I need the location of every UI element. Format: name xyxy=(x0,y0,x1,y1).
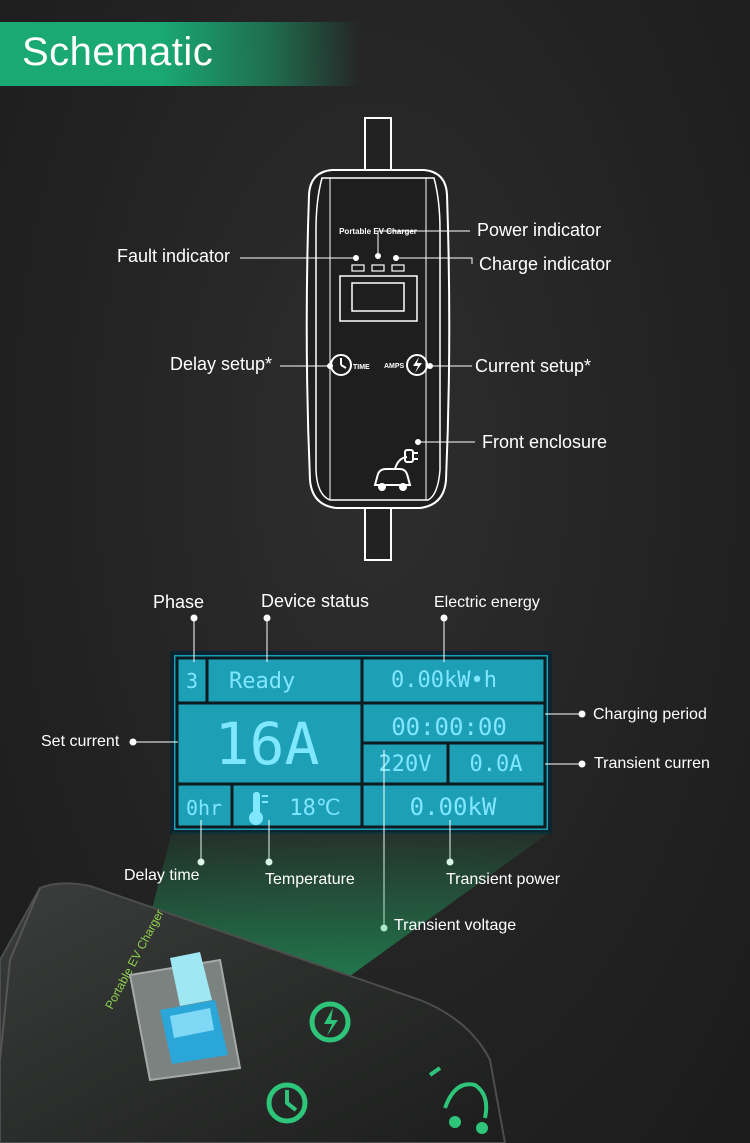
page-title: Schematic xyxy=(22,30,214,74)
current-setup-label: Current setup* xyxy=(475,356,592,376)
charger-leader-dots xyxy=(327,253,433,445)
delay-setup-label: Delay setup* xyxy=(170,354,273,374)
device-status-label: Device status xyxy=(261,591,370,611)
amps-button[interactable]: AMPS xyxy=(384,354,428,376)
temperature-label: Temperature xyxy=(265,871,355,888)
bolt-icon xyxy=(413,357,422,373)
delay-time-label: Delay time xyxy=(124,867,200,884)
lcd-status: Ready xyxy=(229,669,295,694)
lcd-energy: 0.00kW•h xyxy=(391,668,497,693)
power-led xyxy=(371,264,385,272)
lcd-delay-time: 0hr xyxy=(186,796,222,820)
charge-led xyxy=(391,264,405,272)
lcd-charging-period: 00:00:00 xyxy=(391,713,507,741)
fault-indicator-label: Fault indicator xyxy=(117,246,231,266)
lcd-voltage: 220V xyxy=(379,752,432,777)
amps-button-label: AMPS xyxy=(384,363,405,370)
phase-label: Phase xyxy=(153,592,205,612)
set-current-label: Set current xyxy=(41,733,120,750)
electric-energy-label: Electric energy xyxy=(434,594,540,611)
title-banner xyxy=(0,22,360,86)
fault-led xyxy=(351,264,365,272)
top-cable xyxy=(364,117,392,177)
lcd-temperature: 18℃ xyxy=(289,796,340,821)
thermometer-icon xyxy=(249,792,268,825)
transient-voltage-label: Transient voltage xyxy=(394,917,517,934)
transient-current-label: Transient curren xyxy=(594,755,710,772)
lcd-set-current: 16A xyxy=(215,710,320,778)
charging-period-label: Charging period xyxy=(593,706,707,723)
lcd-transient-power: 0.00kW xyxy=(410,793,497,821)
transient-power-label: Transient power xyxy=(446,871,561,888)
charger-body xyxy=(305,169,451,509)
power-indicator-label: Power indicator xyxy=(477,220,602,240)
car-plug-icon xyxy=(373,449,418,491)
bottom-cable xyxy=(364,504,392,561)
charge-indicator-label: Charge indicator xyxy=(479,254,612,274)
charger-screen xyxy=(351,282,405,312)
lcd-transient-current: 0.0A xyxy=(470,752,523,777)
charger-screen-bezel xyxy=(339,275,418,322)
front-enclosure-label: Front enclosure xyxy=(482,432,608,452)
lcd-phase: 3 xyxy=(186,669,198,693)
charger-leader-lines xyxy=(240,230,475,443)
lcd-display: 3 Ready 0.00kW•h 16A 00:00:00 220V 0.0A … xyxy=(170,651,552,834)
time-button-label: TIME xyxy=(353,364,370,371)
charger-photo: Portable EV Charger xyxy=(0,882,507,1143)
